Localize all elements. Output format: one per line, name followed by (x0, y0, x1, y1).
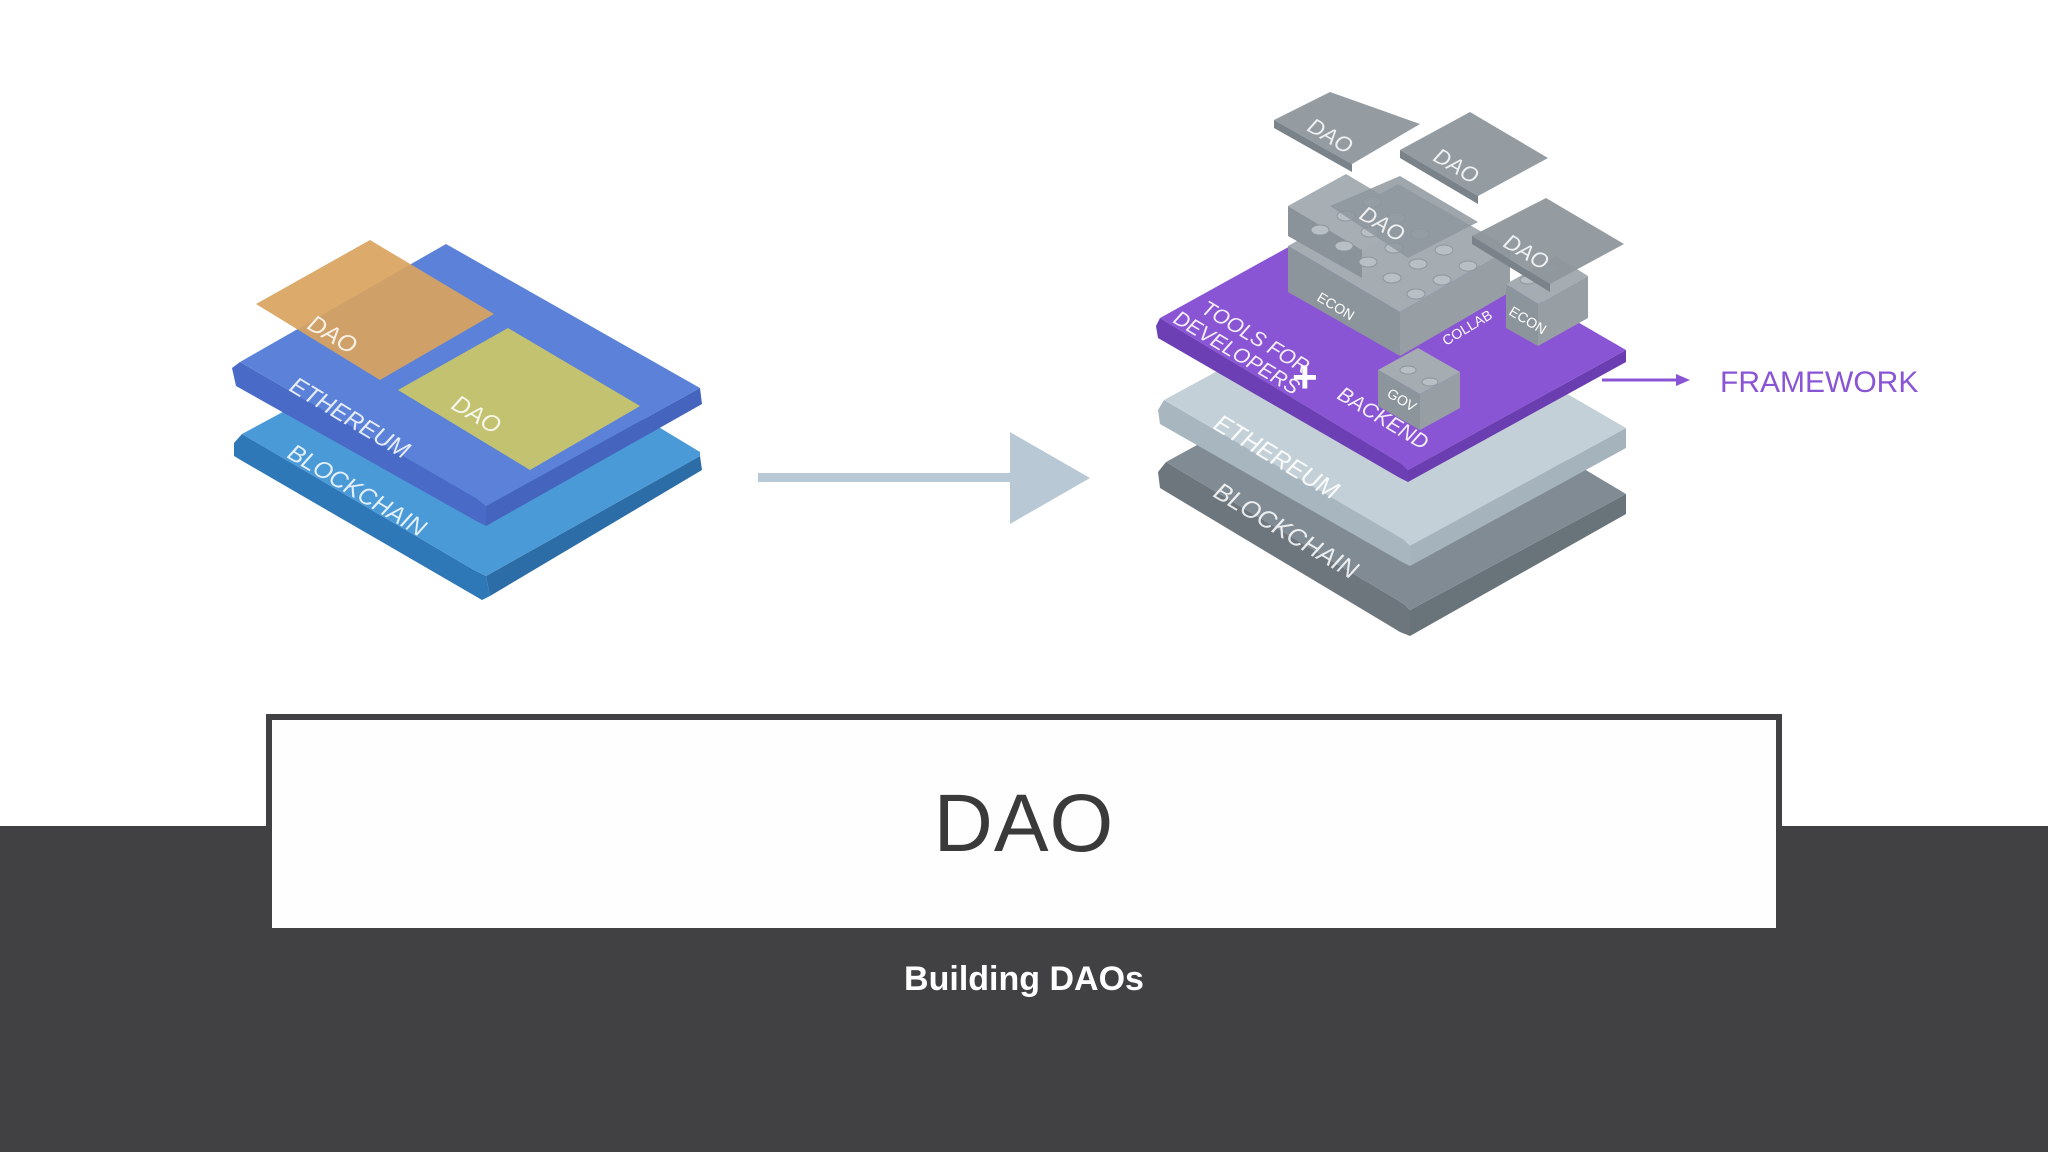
right-stack: BLOCKCHAIN ETHEREUM TOOLS FOR DEVELOPERS… (1156, 92, 1918, 636)
dao-tile-2: DAO (1400, 112, 1548, 204)
title-box: DAO (266, 714, 1782, 928)
slide-title: DAO (933, 778, 1115, 869)
plus-label: + (1292, 353, 1318, 402)
left-dao-green: DAO (398, 328, 640, 470)
slide-subtitle: Building DAOs (904, 960, 1144, 998)
dao-diagram: BLOCKCHAIN ETHEREUM DAO DAO BL (232, 92, 1918, 636)
transition-arrow (758, 432, 1090, 524)
dao-tile-1: DAO (1274, 92, 1420, 172)
left-stack: BLOCKCHAIN ETHEREUM DAO DAO (232, 240, 702, 600)
framework-pointer: FRAMEWORK (1602, 366, 1918, 399)
framework-label: FRAMEWORK (1720, 366, 1918, 399)
